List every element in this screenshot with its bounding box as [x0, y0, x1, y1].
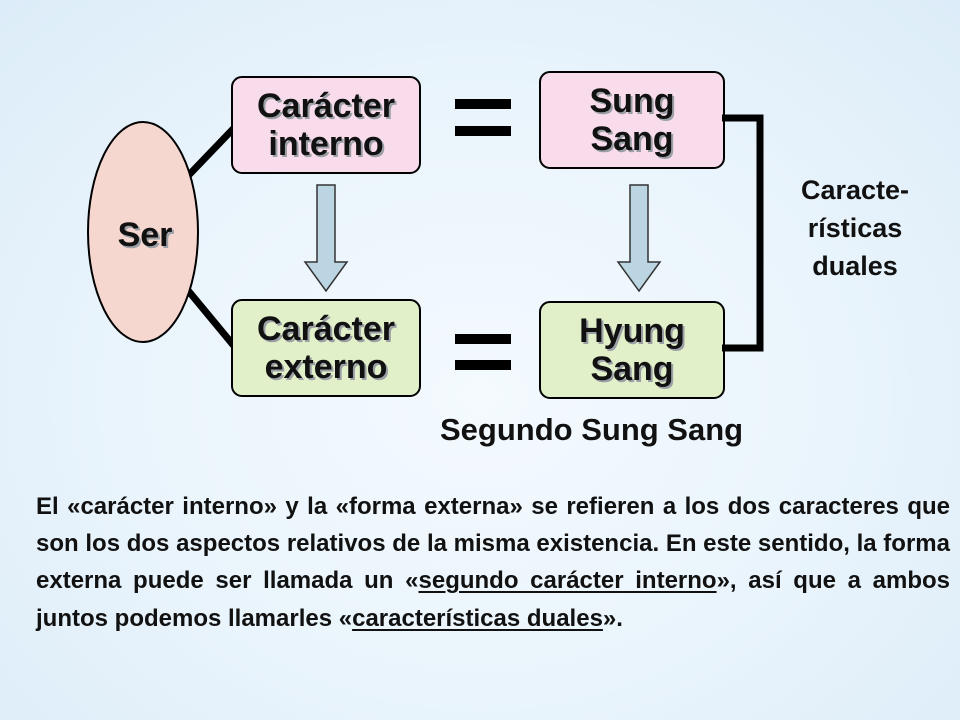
sung-sang-line2: Sang — [590, 120, 674, 158]
paragraph-part3: ». — [602, 604, 623, 632]
caracteristicas-duales-label: Caracte- rísticas duales — [780, 172, 930, 285]
hyung-sang-label: Hyung Sang — [540, 302, 724, 398]
caracter-externo-line2: externo — [264, 348, 388, 386]
duales-line1: Caracte- — [800, 175, 910, 205]
dual-bracket — [722, 114, 764, 352]
duales-line3: duales — [812, 250, 898, 281]
caracter-externo-label: Carácter externo — [232, 300, 420, 396]
equals-sign-top — [455, 99, 511, 136]
externo-box — [231, 299, 421, 397]
hyung-sang-line1: Hyung — [579, 311, 685, 350]
paragraph-part1: El «carácter interno» y la «forma extern… — [36, 493, 950, 595]
sung-sang-line1: Sung — [589, 81, 675, 120]
arrow-down-left-icon — [303, 184, 349, 293]
explanation-paragraph: El «carácter interno» y la «forma extern… — [36, 488, 950, 637]
caracter-interno-line1: Carácter — [257, 86, 395, 125]
segundo-sung-sang-label: Segundo Sung Sang — [440, 412, 744, 447]
paragraph-underline-segundo: segundo carácter interno — [418, 567, 717, 595]
sung-sang-label: Sung Sang — [540, 72, 724, 168]
connector-line-bottom — [183, 285, 237, 349]
paragraph-underline-duales: características duales — [352, 604, 603, 632]
arrow-down-right-icon — [616, 184, 662, 293]
paragraph-part2: », así que a ambos juntos podemos llamar… — [36, 567, 951, 632]
ser-ellipse — [87, 121, 199, 343]
hyung-sang-line2: Sang — [590, 350, 674, 388]
caracter-interno-line2: interno — [268, 125, 384, 163]
caracter-interno-label: Carácter interno — [232, 77, 420, 173]
duales-line2: rísticas — [807, 212, 903, 243]
caracter-externo-line1: Carácter — [257, 309, 395, 348]
connector-line-top — [183, 125, 237, 181]
interno-box — [231, 76, 421, 174]
equals-sign-bottom — [455, 334, 511, 370]
ser-label: Ser — [117, 215, 173, 254]
